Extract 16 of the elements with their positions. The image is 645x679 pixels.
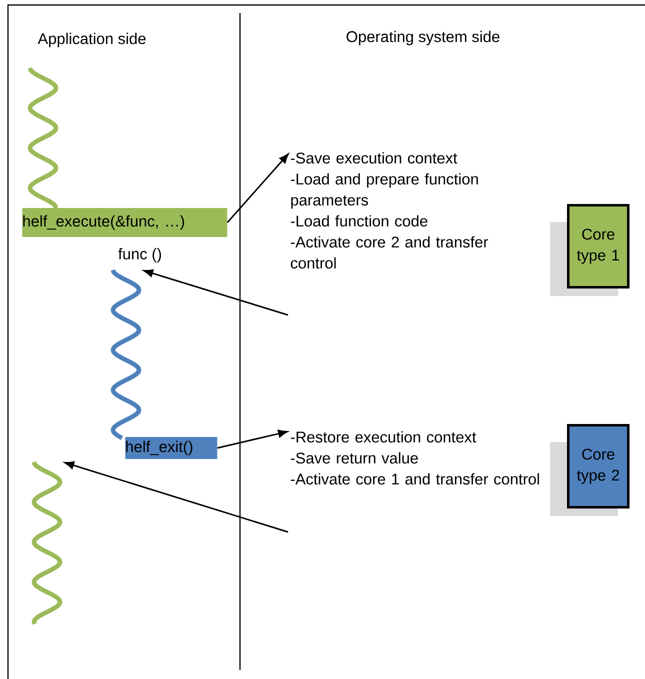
core-box: Core type 1: [550, 204, 630, 296]
step-list: -Save execution context -Load and prepare function parameters -Load function code -Activate core 2 and transfer control: [290, 152, 488, 269]
arrow: [217, 430, 288, 449]
arrow: [143, 269, 288, 316]
side-heading: Application side: [38, 32, 146, 48]
step-list: -Restore execution context -Save return value -Activate core 1 and transfer control: [290, 431, 539, 485]
wave-line: [28, 67, 58, 209]
arrow: [226, 154, 289, 223]
core-box: Core type 2: [550, 424, 630, 516]
function-call-box: helf_execute(&func, …): [22, 208, 228, 237]
arrow: [64, 461, 288, 533]
side-heading: Operating system side: [346, 30, 500, 46]
wave-line: [110, 269, 142, 440]
function-call-box: helf_exit(): [125, 437, 218, 459]
function-label: func (): [118, 248, 161, 262]
wave-line: [32, 461, 62, 624]
